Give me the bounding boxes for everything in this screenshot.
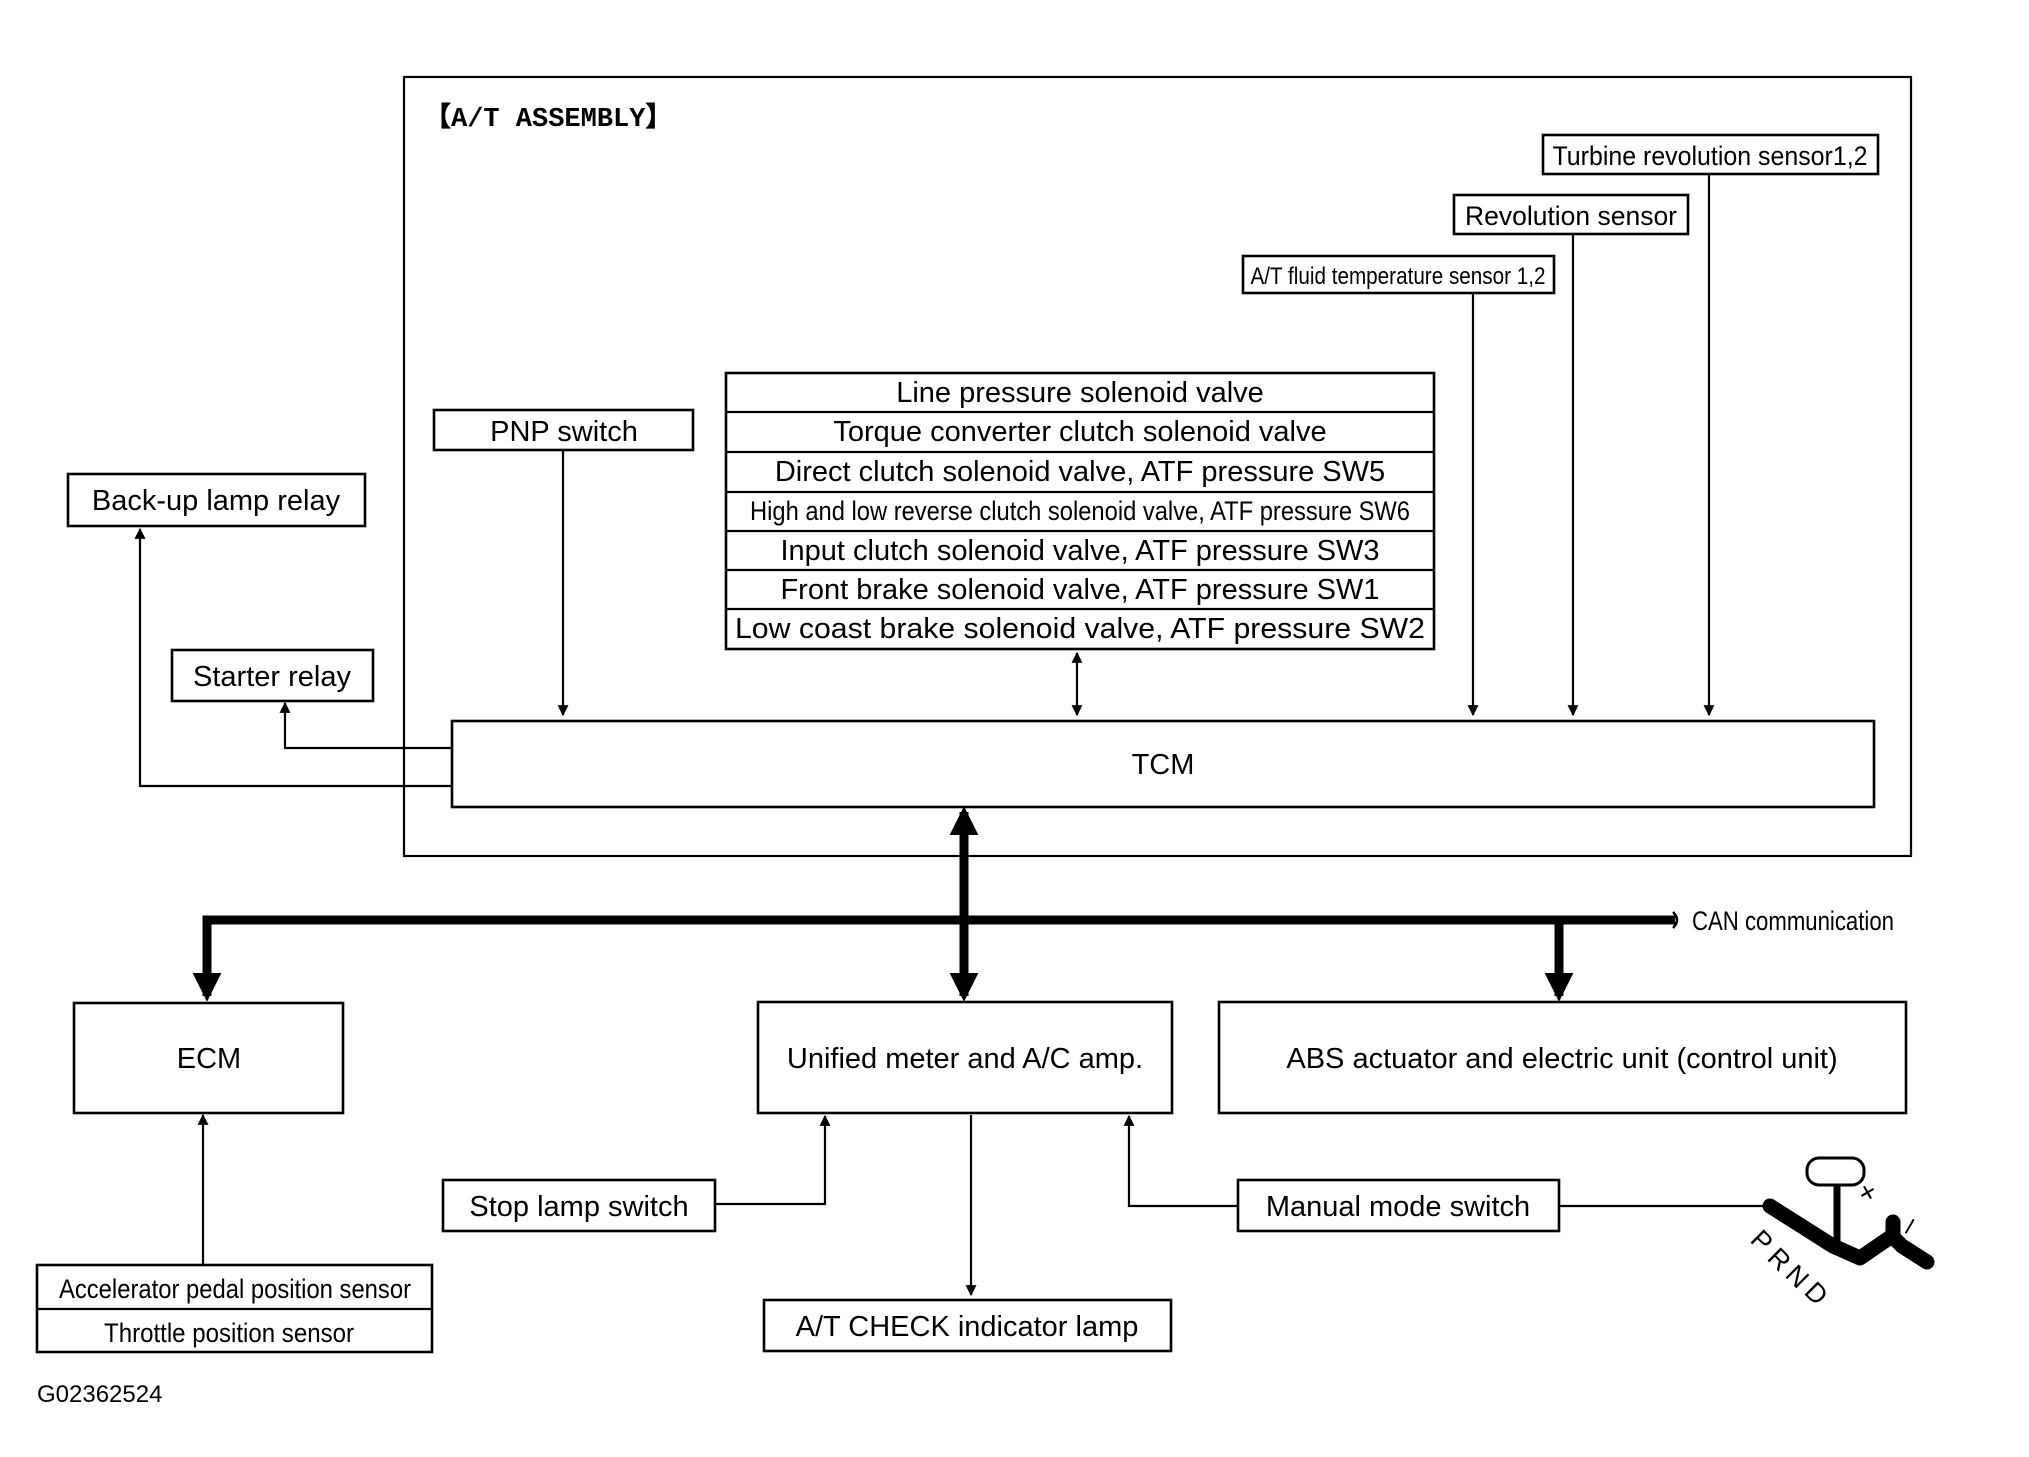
solenoid-row: Torque converter clutch solenoid valve xyxy=(833,416,1326,448)
backup-lamp-relay-label: Back-up lamp relay xyxy=(92,485,341,517)
throttle-position-sensor-label: Throttle position sensor xyxy=(104,1318,354,1348)
backup-lamp-relay: Back-up lamp relay xyxy=(66,472,367,528)
ecm-unit: ECM xyxy=(72,1001,345,1115)
tcm-label: TCM xyxy=(1132,749,1195,781)
ecm-label: ECM xyxy=(177,1043,241,1075)
starter-relay: Starter relay xyxy=(170,648,375,703)
fluid-temperature-sensor: A/T fluid temperature sensor 1,2 xyxy=(1241,254,1556,295)
unified-meter-ac-amp-label: Unified meter and A/C amp. xyxy=(787,1043,1143,1075)
turbine-revolution-sensor: Turbine revolution sensor1,2 xyxy=(1541,133,1880,176)
solenoid-row: Low coast brake solenoid valve, ATF pres… xyxy=(735,613,1425,645)
manual-mode-arrow xyxy=(1123,1114,1238,1208)
starter-relay-label: Starter relay xyxy=(193,661,351,693)
figure-id: G02362524 xyxy=(37,1381,162,1408)
unified-meter-ac-amp: Unified meter and A/C amp. xyxy=(756,1000,1174,1115)
manual-mode-switch: Manual mode switch xyxy=(1236,1178,1561,1233)
abs-actuator-label: ABS actuator and electric unit (control … xyxy=(1286,1043,1837,1075)
shift-gate-icon: P R N D + – xyxy=(1745,1156,1935,1311)
at-assembly-title: 【A/T ASSEMBLY】 xyxy=(424,102,672,135)
accelerator-throttle-sensors: Accelerator pedal position sensor Thrott… xyxy=(35,1263,434,1354)
solenoid-row: Direct clutch solenoid valve, ATF pressu… xyxy=(775,456,1385,488)
manual-mode-switch-label: Manual mode switch xyxy=(1266,1191,1530,1223)
solenoid-row: Front brake solenoid valve, ATF pressure… xyxy=(780,574,1379,606)
can-bus-end-tick xyxy=(1672,911,1679,929)
at-check-indicator-lamp-label: A/T CHECK indicator lamp xyxy=(796,1311,1139,1343)
revolution-sensor: Revolution sensor xyxy=(1452,193,1690,236)
turbine-revolution-sensor-label: Turbine revolution sensor1,2 xyxy=(1553,141,1868,171)
fluid-temperature-sensor-label: A/T fluid temperature sensor 1,2 xyxy=(1251,263,1546,290)
solenoid-row: Input clutch solenoid valve, ATF pressur… xyxy=(780,535,1379,567)
pnp-switch: PNP switch xyxy=(432,408,695,452)
can-communication-label: CAN communication xyxy=(1692,906,1894,936)
abs-actuator-unit: ABS actuator and electric unit (control … xyxy=(1217,1000,1908,1115)
pnp-switch-label: PNP switch xyxy=(490,416,638,448)
stop-lamp-switch-label: Stop lamp switch xyxy=(469,1191,688,1223)
accelerator-pedal-sensor-label: Accelerator pedal position sensor xyxy=(59,1274,411,1304)
tcm-unit: TCM xyxy=(450,719,1876,809)
solenoid-row: High and low reverse clutch solenoid val… xyxy=(750,496,1410,526)
at-check-indicator-lamp: A/T CHECK indicator lamp xyxy=(762,1298,1173,1353)
starter-relay-arrow xyxy=(279,701,452,750)
revolution-sensor-label: Revolution sensor xyxy=(1465,201,1677,231)
stop-lamp-switch: Stop lamp switch xyxy=(441,1178,717,1233)
can-bus-line xyxy=(192,915,1675,1002)
solenoid-valve-table: Line pressure solenoid valve Torque conv… xyxy=(724,371,1436,651)
stop-lamp-arrow xyxy=(715,1114,831,1206)
gate-plus: + xyxy=(1853,1175,1884,1211)
solenoid-row: Line pressure solenoid valve xyxy=(896,377,1264,409)
at-assembly-frame xyxy=(402,75,1913,858)
backup-lamp-relay-arrow xyxy=(134,527,452,788)
